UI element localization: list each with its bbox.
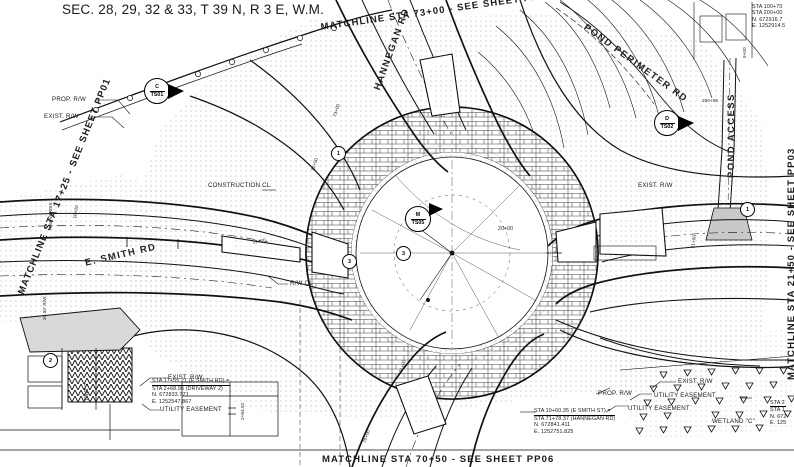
page-title: SEC. 28, 29, 32 & 33, T 39 N, R 3 E, W.M… <box>62 2 325 17</box>
detail-bubble-m[interactable]: M TS05 <box>405 206 431 232</box>
eq-center-line-2: STA 71+78.37 (HANNEGAN RD) <box>534 415 616 422</box>
splitter-island-south <box>395 375 447 435</box>
eq-center-line-3: N. 672841.411 <box>534 422 571 429</box>
matchline-bottom: MATCHLINE STA 70+50 - SEE SHEET PP06 <box>322 454 555 465</box>
parcel-lines <box>0 300 794 467</box>
detail-bubble-m-letter: M <box>410 212 426 220</box>
corner-line-3: N. 672916.7 <box>752 16 783 23</box>
eq-center-line-1: STA 19+60.35 (E SMITH ST) = <box>534 408 616 416</box>
pond-access-drive <box>705 57 753 241</box>
eq-left-line-1: STA 17+55.21 (E SMITH RD) = <box>152 378 230 386</box>
annotation-utility-easement-3: UTILITY EASEMENT <box>628 405 690 412</box>
detail-bubble-c-sheet: TS01 <box>150 92 164 98</box>
corner-coordinate-block: STA 100+70 STA 200+00 N. 672916.7 E. 125… <box>752 4 785 30</box>
detail-arrow-c <box>168 84 184 99</box>
annotation-exist-rw-2: EXIST. R/W <box>638 182 673 189</box>
detail-bubble-c[interactable]: C TS01 <box>144 78 170 104</box>
detail-bubble-d-sheet: TS02 <box>660 124 674 130</box>
detail-bubble-d[interactable]: D TS02 <box>654 110 680 136</box>
annotation-wetland: WETLAND "C" <box>712 418 756 425</box>
annotation-utility-easement-2: UTILITY EASEMENT <box>654 392 716 399</box>
note-bubble-3[interactable]: 3 <box>396 246 411 261</box>
station-pond-access: 200+05 <box>702 98 719 103</box>
annotation-rw-cl: R/W CL <box>290 280 313 287</box>
annotation-exist-rw-4: EXIST. R/W <box>678 378 713 385</box>
annotation-construction-cl: CONSTRUCTION CL <box>208 182 271 189</box>
eq-right-line-3: N. 672 <box>770 413 787 420</box>
eq-left-line-2: STA 2+68.96 (DRIVEWAY 2) <box>152 385 223 392</box>
annotation-exist-rw: EXIST. R/W <box>44 113 79 120</box>
detail-bubble-c-letter: C <box>149 84 165 92</box>
note-bubble-1b[interactable]: 1 <box>740 202 755 217</box>
corner-line-1: STA 100+70 <box>752 4 783 10</box>
eq-right-line-2: STA 1 <box>770 407 785 414</box>
matchline-right: MATCHLINE STA 21+50 - SEE SHEET PP03 <box>786 147 794 380</box>
shoulder-edge-top <box>59 9 393 131</box>
station-perim-5plus00: 5+00 <box>742 47 747 58</box>
right-edge-details <box>593 2 753 261</box>
wetland-symbols <box>635 367 794 435</box>
curb-returns <box>119 0 794 467</box>
detail-bubble-d-letter: D <box>659 116 675 124</box>
pond-perimeter-road <box>555 1 731 153</box>
station-equation-left: STA 17+55.21 (E SMITH RD) = STA 2+68.96 … <box>152 378 230 405</box>
eq-left-line-3: N. 672833.771 <box>152 392 189 399</box>
note-bubble-2[interactable]: 2 <box>43 353 58 368</box>
station-ticks <box>126 237 562 415</box>
note-bubble-1[interactable]: 1 <box>331 146 346 161</box>
annotation-utility-easement: UTILITY EASEMENT <box>160 406 222 413</box>
road-label-pond-access: POND ACCESS <box>726 93 737 178</box>
detail-arrow-d <box>678 116 694 131</box>
eq-center-line-4: E. 1252751.825 <box>534 428 574 435</box>
station-center: 20+00 <box>498 226 514 232</box>
road-label-driveway2: DWY 2 <box>84 383 90 400</box>
note-bubble-3b[interactable]: 3 <box>342 254 357 269</box>
corner-line-2: STA 200+00 <box>752 10 783 17</box>
splitter-island-west <box>221 231 349 279</box>
station-dwy-2plus84: 2+84.82 <box>240 402 245 420</box>
eq-left-line-4: E. 1252547.867 <box>152 398 192 405</box>
hannegan-road-south <box>351 331 545 467</box>
station-equation-right: STA 2 STA 1 N. 672 E. 125 <box>770 400 787 427</box>
eq-right-line-4: E. 125 <box>770 420 787 427</box>
splitter-island-east <box>555 207 667 263</box>
annotation-prop-rw-2: PROP. R/W <box>598 390 633 397</box>
corner-line-4: E. 1252914.5 <box>752 23 786 30</box>
annotation-exist-rw-3: EXIST. R/W <box>168 374 203 381</box>
detail-bubble-m-sheet: TS05 <box>411 220 425 226</box>
eq-right-line-1: STA 2 <box>770 400 787 408</box>
station-equation-center: STA 19+60.35 (E SMITH ST) = STA 71+78.37… <box>534 408 616 435</box>
annotation-rw-varies: R/W VARIES <box>48 202 53 230</box>
driveway-2-parcel <box>19 307 141 440</box>
annotation-rw-3000: 30.00' R/W <box>42 296 47 320</box>
detail-arrow-m <box>429 203 443 216</box>
annotation-prop-rw: PROP. R/W <box>52 96 87 103</box>
roadway-edge-southeast <box>555 319 794 371</box>
splitter-island-north <box>419 53 461 117</box>
